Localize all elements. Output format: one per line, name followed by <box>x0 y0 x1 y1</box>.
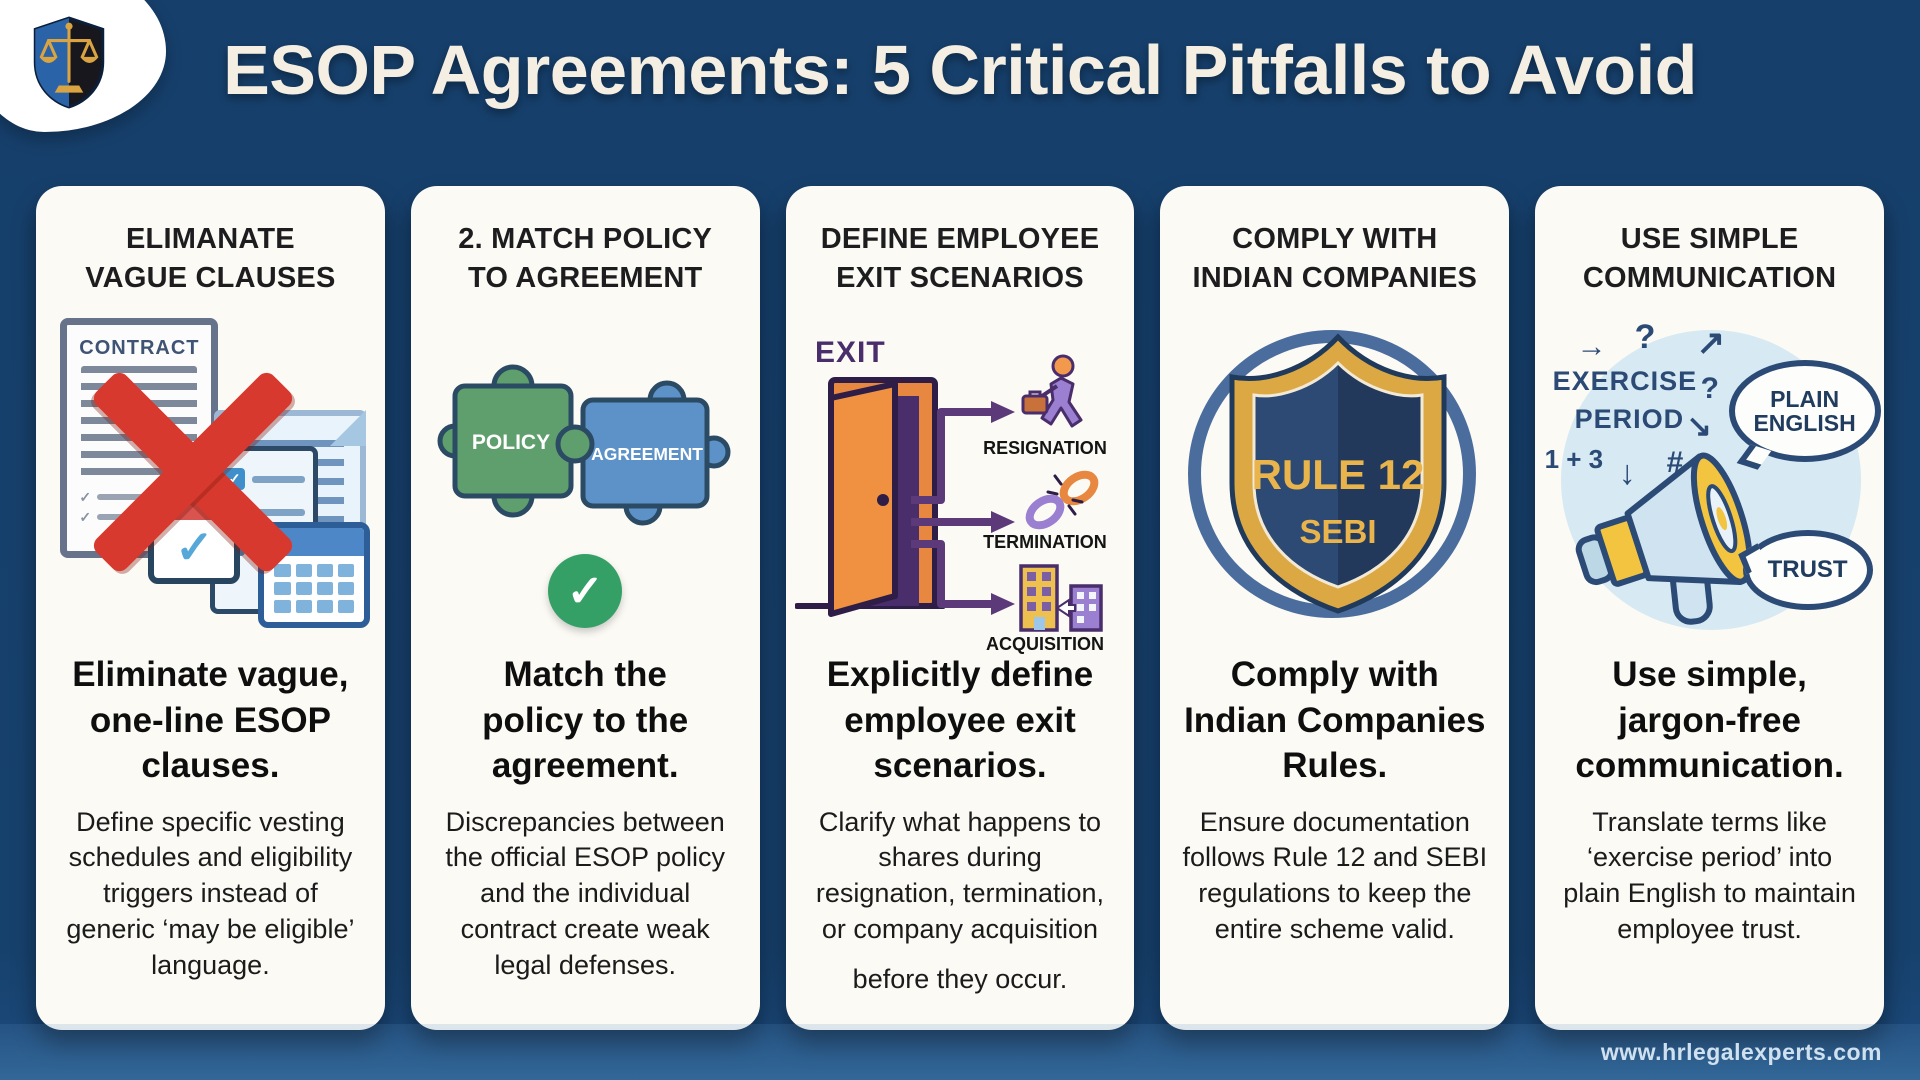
card-subtitle: Eliminate vague, one-line ESOP clauses. <box>72 655 349 785</box>
agreement-piece-label: AGREEMENT <box>591 444 703 464</box>
footer-url: www.hrlegalexperts.com <box>1600 1039 1882 1065</box>
jargon-arrow-downright-icon: ↘ <box>1686 410 1712 443</box>
calendar-grid-cell <box>274 600 291 613</box>
jargon-word-period: PERIOD <box>1574 404 1685 434</box>
bubble-text: PLAIN ENGLISH <box>1753 385 1856 436</box>
jargon-question-icon: ? <box>1634 318 1656 356</box>
exit-label: EXIT <box>814 336 886 369</box>
jargon-expression: 1 + 3 <box>1544 444 1604 474</box>
policy-piece-label: POLICY <box>472 431 550 454</box>
calendar-grid-cell <box>316 564 334 577</box>
folded-corner <box>330 410 367 446</box>
broken-chain-icon <box>1025 470 1099 530</box>
card-body: Clarify what happens to shares during re… <box>815 806 1105 945</box>
card-comply-indian-companies: COMPLY WITH INDIAN COMPANIES RULE 12 SEB… <box>1160 186 1510 1030</box>
jargon-word-exercise: EXERCISE <box>1552 366 1698 396</box>
card-title: DEFINE EMPLOYEE EXIT SCENARIOS <box>820 223 1100 295</box>
page-title: ESOP Agreements: 5 Critical Pitfalls to … <box>223 31 1697 109</box>
resignation-person-icon <box>1021 354 1083 428</box>
megaphone-icon <box>1575 452 1753 625</box>
puzzle-policy-piece <box>437 364 574 518</box>
calendar-grid-cell <box>295 564 312 577</box>
calendar-grid-cell <box>316 600 334 613</box>
calendar-grid-cell <box>274 582 291 595</box>
scenario-label: ACQUISITION <box>985 634 1104 654</box>
card-illustration: → ? ↗ EXERCISE ? PERIOD ↘ 1 + 3 ↓ # <box>1545 318 1881 648</box>
card-define-exit-scenarios: DEFINE EMPLOYEE EXIT SCENARIOS EXIT <box>785 186 1135 1030</box>
exit-arrows-icon <box>910 401 1015 615</box>
speech-bubble-plain-english: PLAIN ENGLISH <box>1728 360 1881 470</box>
card-title: 2. MATCH POLICY TO AGREEMENT <box>458 223 713 295</box>
card-body-continued: before they occur. <box>852 964 1068 995</box>
puzzle-pieces-icon: POLICY AGREEMENT <box>437 364 731 526</box>
scenario-label: TERMINATION <box>983 532 1107 552</box>
card-match-policy-to-agreement: 2. MATCH POLICY TO AGREEMENT <box>410 186 760 1030</box>
check-icon: ✓ <box>175 521 214 573</box>
shield-sebi-label: SEBI <box>1299 513 1376 550</box>
calendar-grid-cell <box>295 600 312 613</box>
card-title: COMPLY WITH INDIAN COMPANIES <box>1192 223 1478 295</box>
puzzle-knob <box>555 424 595 464</box>
card-illustration: POLICY AGREEMENT ✓ <box>431 318 740 648</box>
check-circle-icon: ✓ <box>548 554 623 628</box>
card-illustration: EXIT <box>794 318 1115 654</box>
card-illustration: CONTRACT ✓ ✓ ✓ <box>56 318 371 648</box>
logo-badge <box>0 0 166 132</box>
card-use-simple-communication: USE SIMPLE COMMUNICATION → ? ↗ EXERCISE … <box>1535 186 1884 1030</box>
card-subtitle: Explicitly define employee exit scenario… <box>826 655 1094 785</box>
scales-shield-icon <box>33 16 105 109</box>
card-illustration: RULE 12 SEBI <box>1180 318 1489 648</box>
card-body: Ensure documentation follows Rule 12 and… <box>1182 806 1488 945</box>
calendar-grid-icon <box>258 522 371 628</box>
scenario-label: RESIGNATION <box>983 438 1107 458</box>
card-title: USE SIMPLE COMMUNICATION <box>1582 223 1837 295</box>
calendar-grid-cell <box>316 582 334 595</box>
jargon-arrow-upright-icon: ↗ <box>1696 324 1726 362</box>
jargon-arrow-down-icon: ↓ <box>1618 454 1636 492</box>
calendar-grid-cell <box>338 582 355 595</box>
check-icon: ✓ <box>79 489 92 505</box>
card-eliminate-vague-clauses: ELIMANATE VAGUE CLAUSES CONTRACT ✓ ✓ <box>36 186 385 1030</box>
text-line <box>252 508 306 516</box>
calendar-grid-cell <box>295 582 312 595</box>
speech-bubble-trust: TRUST <box>1737 530 1873 610</box>
check-icon: ✓ <box>79 509 92 525</box>
calendar-grid-cell <box>338 564 355 577</box>
card-subtitle: Match the policy to the agreement. <box>482 655 689 785</box>
bubble-text: TRUST <box>1767 556 1848 583</box>
shield-rule-label: RULE 12 <box>1251 451 1424 498</box>
card-body: Translate terms like ‘exercise period’ i… <box>1563 806 1856 945</box>
acquisition-buildings-icon <box>1019 564 1103 632</box>
card-title: ELIMANATE VAGUE CLAUSES <box>85 223 336 295</box>
open-door-icon <box>794 377 945 617</box>
calendar-grid-cell <box>274 564 291 577</box>
calendar-grid <box>264 556 364 621</box>
text-line <box>252 475 306 483</box>
footer-band <box>0 1024 1920 1080</box>
red-x-icon <box>78 356 308 586</box>
card-body: Discrepancies between the official ESOP … <box>445 806 726 981</box>
jargon-question2-icon: ? <box>1700 372 1719 405</box>
compliance-shield-icon: RULE 12 SEBI <box>1229 333 1447 614</box>
puzzle-agreement-piece <box>580 380 731 526</box>
jargon-arrow-right-icon: → <box>1576 330 1607 363</box>
contract-label: CONTRACT <box>79 337 200 359</box>
card-body: Define specific vesting schedules and el… <box>66 806 355 981</box>
card-subtitle: Use simple, jargon-free communication. <box>1575 655 1844 785</box>
pitfall-cards-row: ELIMANATE VAGUE CLAUSES CONTRACT ✓ ✓ <box>36 186 1884 1030</box>
calendar-grid-cell <box>338 600 355 613</box>
card-subtitle: Comply with Indian Companies Rules. <box>1184 655 1486 785</box>
